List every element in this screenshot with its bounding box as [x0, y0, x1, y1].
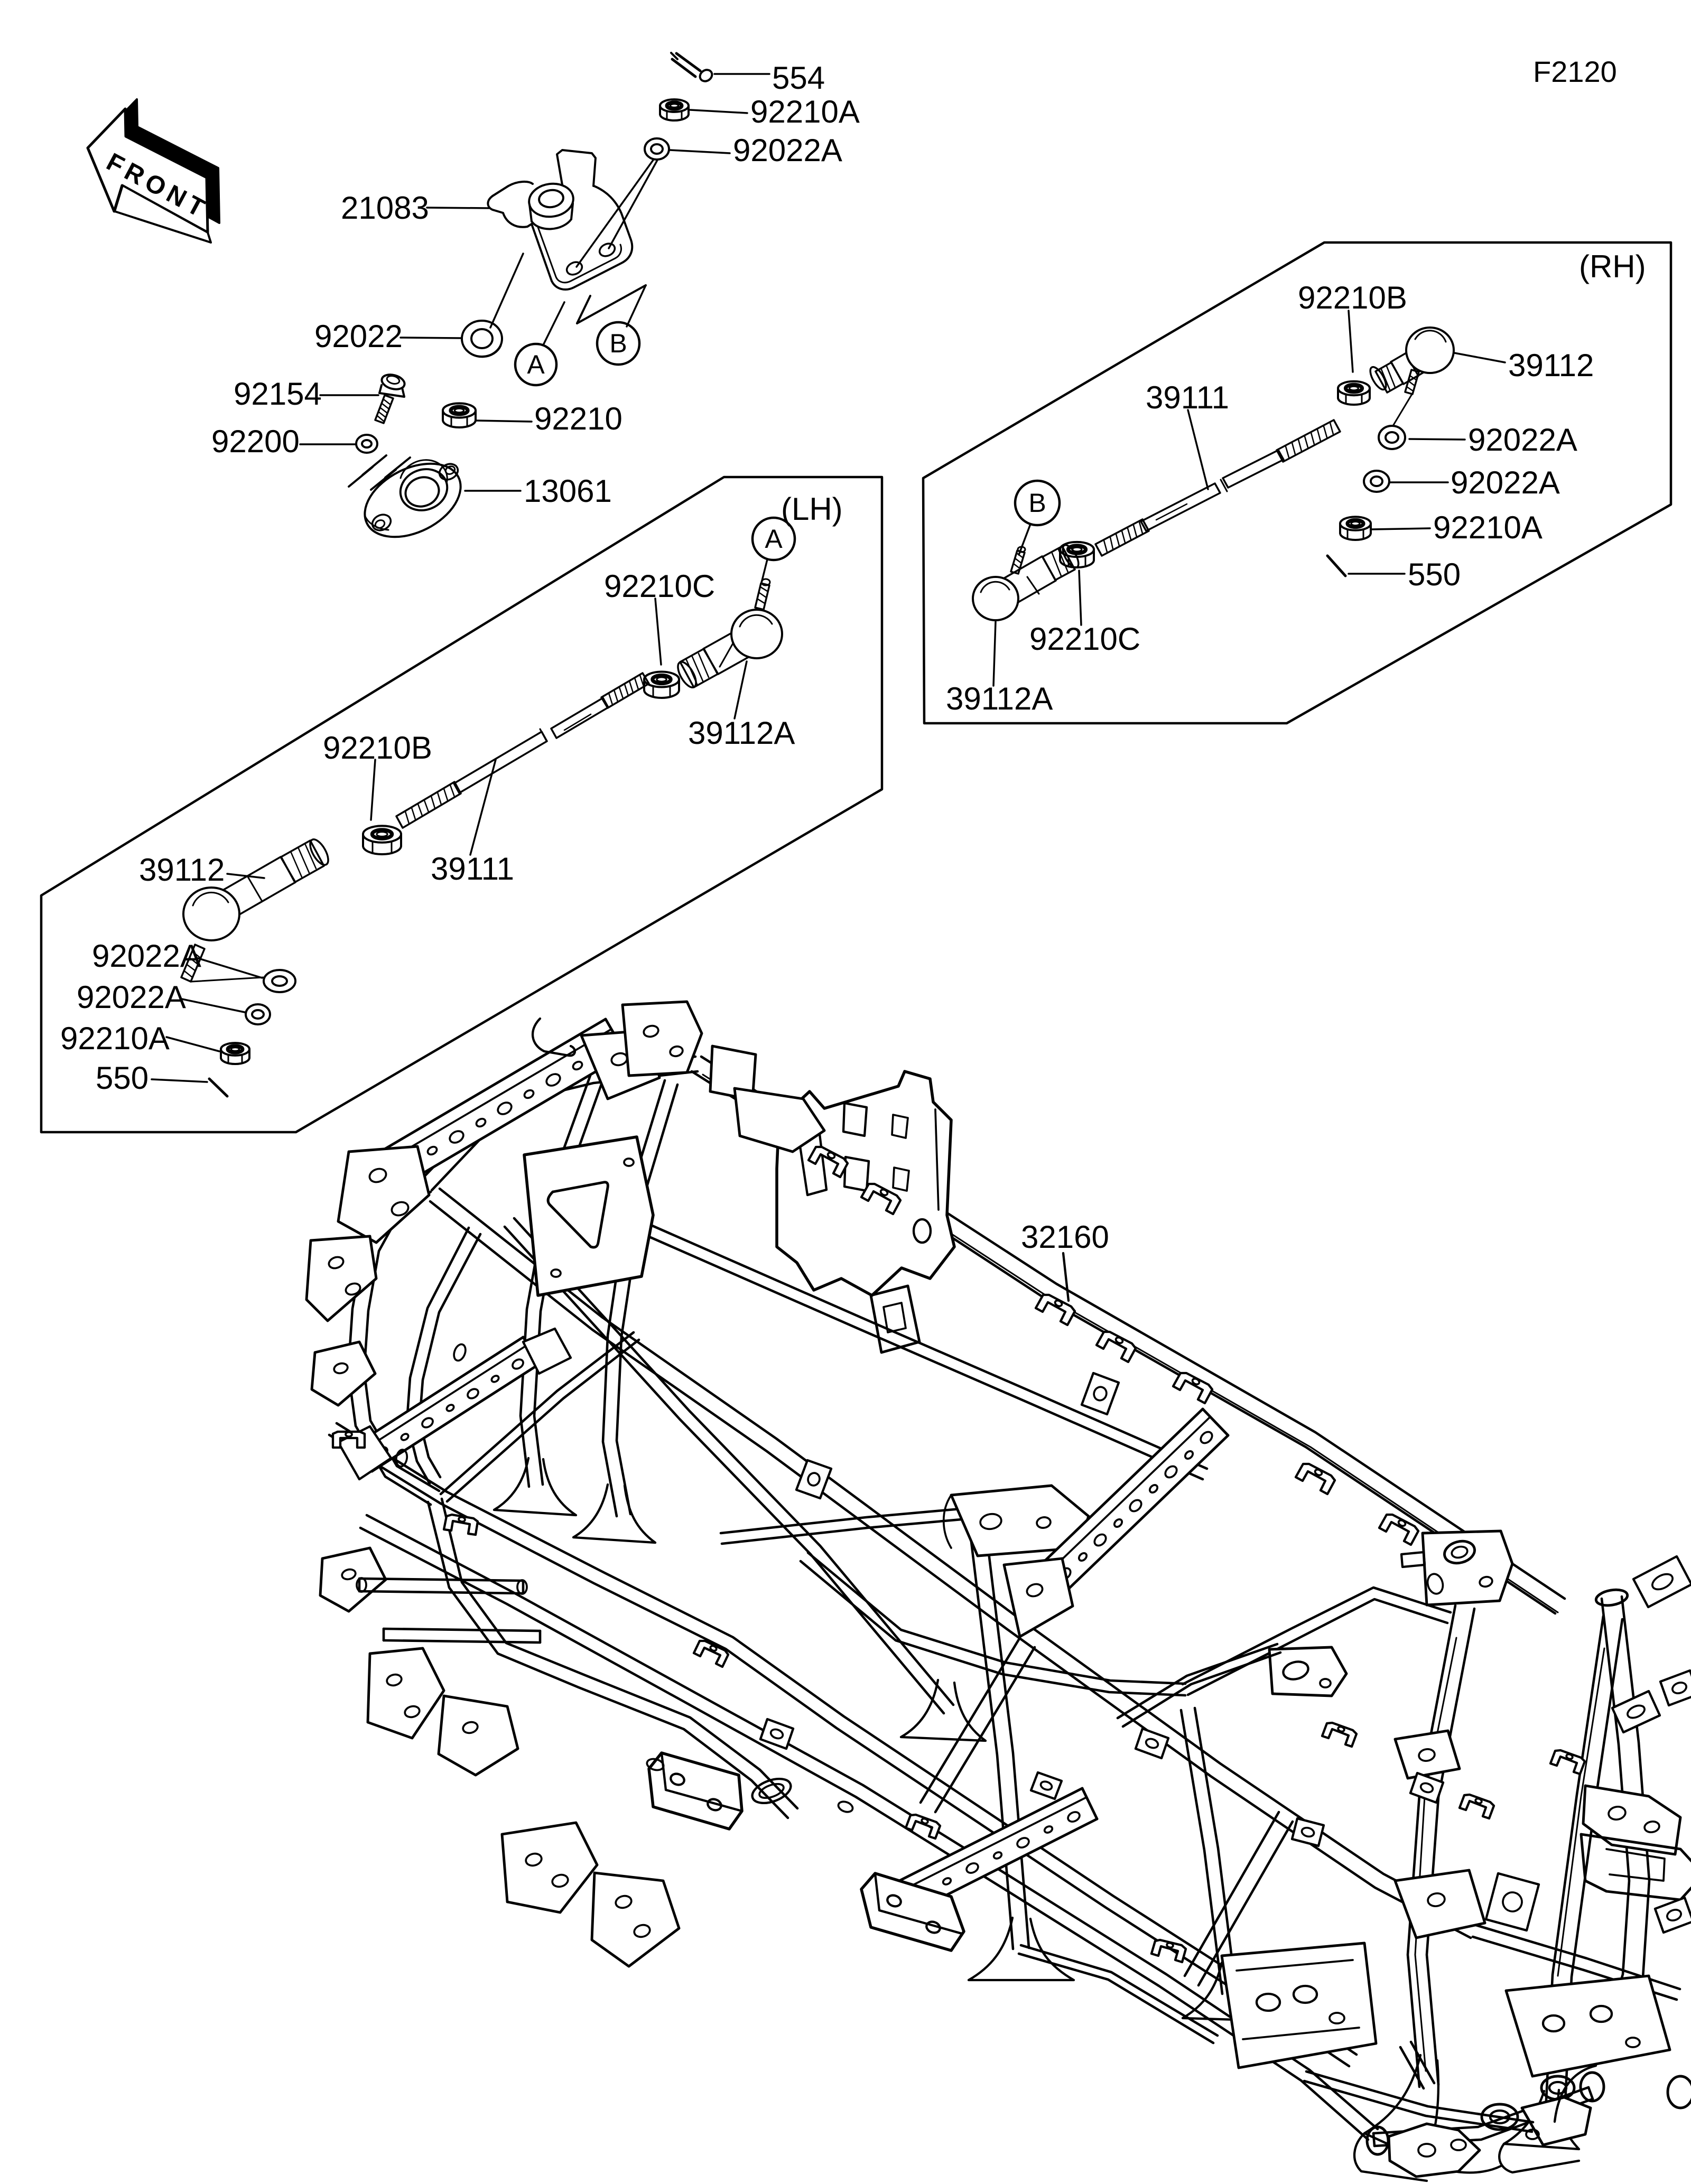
svg-text:92210A: 92210A [1433, 510, 1543, 545]
svg-text:92210: 92210 [534, 401, 622, 436]
svg-text:21083: 21083 [341, 190, 429, 226]
svg-text:39112A: 39112A [946, 681, 1053, 716]
svg-text:550: 550 [1408, 557, 1461, 592]
svg-text:92210C: 92210C [604, 568, 715, 604]
svg-text:92022A: 92022A [77, 979, 186, 1015]
svg-text:39112: 39112 [1508, 348, 1594, 383]
svg-text:(RH): (RH) [1579, 249, 1646, 284]
svg-text:13061: 13061 [524, 473, 612, 509]
svg-text:92210B: 92210B [1298, 280, 1407, 315]
svg-text:39112: 39112 [139, 852, 225, 888]
svg-text:550: 550 [96, 1060, 148, 1096]
svg-text:B: B [609, 329, 627, 358]
svg-text:92022A: 92022A [1451, 465, 1560, 500]
svg-text:B: B [1028, 488, 1046, 518]
svg-text:92200: 92200 [211, 424, 300, 459]
svg-text:A: A [527, 350, 545, 379]
svg-text:92022: 92022 [314, 319, 403, 354]
svg-text:39111: 39111 [1146, 380, 1229, 415]
svg-text:F2120: F2120 [1533, 55, 1617, 88]
svg-text:39112A: 39112A [688, 715, 795, 751]
svg-text:39111: 39111 [431, 851, 514, 886]
svg-text:92022A: 92022A [1468, 422, 1577, 458]
svg-text:(LH): (LH) [781, 491, 843, 527]
svg-text:32160: 32160 [1021, 1219, 1109, 1255]
svg-text:92210B: 92210B [323, 730, 432, 766]
svg-text:92210A: 92210A [750, 94, 860, 129]
svg-text:92154: 92154 [234, 376, 322, 412]
svg-text:92210A: 92210A [60, 1021, 170, 1056]
svg-text:92022A: 92022A [733, 133, 842, 168]
svg-text:92210C: 92210C [1029, 621, 1140, 657]
svg-text:554: 554 [772, 60, 825, 96]
svg-text:A: A [765, 524, 783, 554]
svg-text:92022A: 92022A [92, 938, 201, 974]
